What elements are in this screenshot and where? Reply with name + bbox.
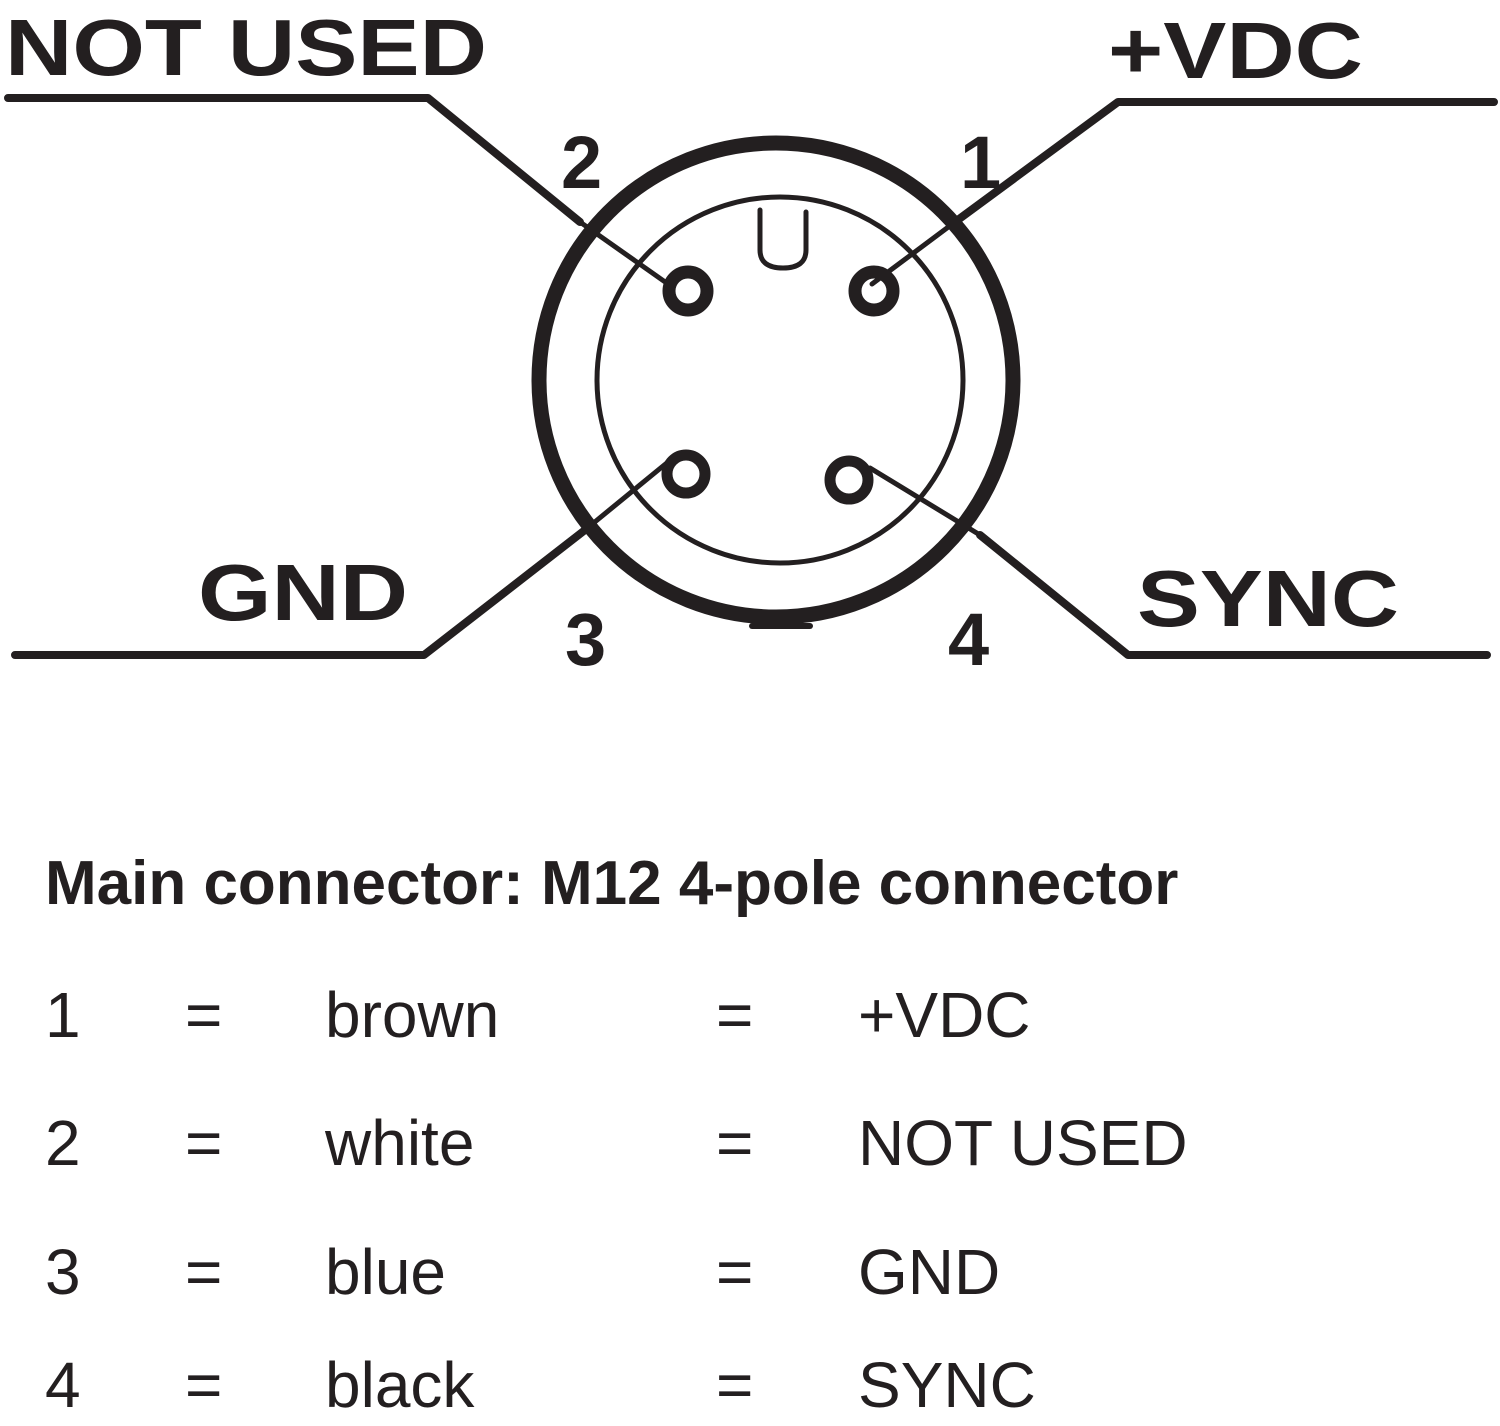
equals-sign: = bbox=[716, 1349, 754, 1421]
leader-line-sync bbox=[976, 531, 1491, 659]
connector-diagram: NOT USED +VDC GND SYNC 1 2 3 4 bbox=[4, 3, 1498, 681]
wire-color: black bbox=[325, 1349, 475, 1421]
table-row: 2 = white = NOT USED bbox=[0, 1103, 1500, 1183]
signal-name: SYNC bbox=[858, 1349, 1036, 1421]
leader-line-not-used bbox=[4, 94, 584, 226]
label-vdc: +VDC bbox=[1108, 6, 1363, 95]
pin-number-1: 1 bbox=[960, 121, 1001, 204]
equals-sign: = bbox=[716, 1236, 754, 1308]
wire-color: white bbox=[325, 1107, 475, 1179]
connector-inner-face bbox=[594, 194, 966, 566]
pin-3-socket bbox=[661, 449, 711, 499]
table-row: 4 = black = SYNC bbox=[0, 1345, 1500, 1425]
pin-4-socket bbox=[824, 455, 874, 505]
wire-color: brown bbox=[325, 979, 500, 1051]
signal-name: NOT USED bbox=[858, 1107, 1188, 1179]
equals-sign: = bbox=[716, 1107, 754, 1179]
pin-1-socket bbox=[848, 265, 900, 317]
label-gnd: GND bbox=[198, 548, 408, 637]
pin-number: 1 bbox=[45, 979, 81, 1051]
equals-sign: = bbox=[185, 1236, 223, 1308]
connector-key-notch bbox=[757, 207, 809, 271]
table-row: 3 = blue = GND bbox=[0, 1232, 1500, 1312]
signal-name: +VDC bbox=[858, 979, 1031, 1051]
equals-sign: = bbox=[185, 979, 223, 1051]
connector-heading: Main connector: M12 4-pole connector bbox=[45, 849, 1179, 918]
equals-sign: = bbox=[185, 1107, 223, 1179]
pin-number-4: 4 bbox=[948, 598, 989, 681]
connector-outer-ring bbox=[531, 135, 1021, 625]
leader-line-gnd bbox=[11, 526, 589, 659]
pin-number: 3 bbox=[45, 1236, 81, 1308]
pin-number-2: 2 bbox=[561, 121, 602, 204]
equals-sign: = bbox=[185, 1349, 223, 1421]
table-row: 1 = brown = +VDC bbox=[0, 975, 1500, 1055]
pin-number: 2 bbox=[45, 1107, 81, 1179]
label-not-used: NOT USED bbox=[5, 3, 487, 92]
pin3-lead bbox=[582, 459, 671, 533]
pin-number-3: 3 bbox=[565, 598, 606, 681]
equals-sign: = bbox=[716, 979, 754, 1051]
wire-color: blue bbox=[325, 1236, 446, 1308]
label-sync: SYNC bbox=[1137, 554, 1399, 643]
pin-2-socket bbox=[662, 265, 714, 317]
pin-number: 4 bbox=[45, 1349, 81, 1421]
leader-line-vdc bbox=[951, 98, 1498, 226]
signal-name: GND bbox=[858, 1236, 1001, 1308]
